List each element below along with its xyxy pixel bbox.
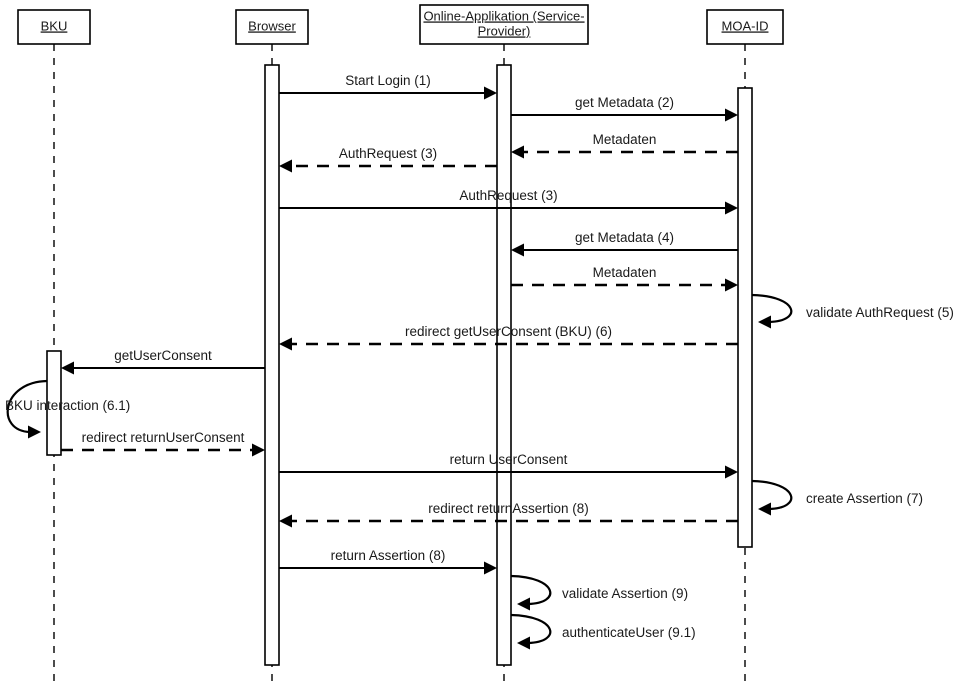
- self-messages-layer: validate AuthRequest (5) BKU interaction …: [5, 293, 954, 650]
- message-label-m11: return UserConsent: [450, 452, 568, 467]
- message-label-m4: AuthRequest (3): [339, 146, 437, 161]
- message-label-m8: redirect getUserConsent (BKU) (6): [405, 324, 612, 339]
- message-m5: AuthRequest (3): [279, 188, 738, 215]
- message-m12: redirect returnAssertion (8): [279, 501, 738, 528]
- self-loop-path-s3: [751, 479, 793, 511]
- self-message-label-s2: BKU interaction (6.1): [5, 398, 130, 413]
- self-message-s2: BKU interaction (6.1): [5, 379, 130, 439]
- self-message-s5: authenticateUser (9.1): [510, 613, 696, 650]
- self-message-label-s3: create Assertion (7): [806, 491, 923, 506]
- participant-label-browser: Browser: [248, 18, 296, 33]
- self-message-label-s5: authenticateUser (9.1): [562, 625, 696, 640]
- arrowhead-s1: [758, 315, 771, 329]
- message-m3: Metadaten: [511, 132, 738, 159]
- message-label-m13: return Assertion (8): [331, 548, 446, 563]
- arrowhead-s3: [758, 502, 771, 516]
- message-m10: redirect returnUserConsent: [61, 430, 265, 457]
- message-label-m9: getUserConsent: [114, 348, 212, 363]
- message-label-m12: redirect returnAssertion (8): [428, 501, 589, 516]
- arrowhead-m12: [279, 514, 292, 528]
- participant-box-moa-id[interactable]: MOA-ID: [706, 9, 784, 45]
- message-m8: redirect getUserConsent (BKU) (6): [279, 324, 738, 351]
- arrowhead-s4: [517, 597, 530, 611]
- message-label-m7: Metadaten: [593, 265, 657, 280]
- self-message-s3: create Assertion (7): [751, 479, 923, 516]
- arrowhead-m11: [725, 465, 738, 479]
- message-m13: return Assertion (8): [279, 548, 497, 575]
- message-label-m5: AuthRequest (3): [459, 188, 557, 203]
- activation-bar-online-applikation: [496, 64, 512, 666]
- self-loop-path-s5: [510, 613, 552, 645]
- arrowhead-m5: [725, 201, 738, 215]
- arrowhead-m7: [725, 278, 738, 292]
- participant-box-browser[interactable]: Browser: [235, 9, 309, 45]
- arrowhead-s5: [517, 636, 530, 650]
- participant-label-bku: BKU: [41, 18, 68, 33]
- arrowhead-m10: [252, 443, 265, 457]
- activation-bar-browser: [264, 64, 280, 666]
- arrowhead-m2: [725, 108, 738, 122]
- message-label-m6: get Metadata (4): [575, 230, 674, 245]
- message-label-m2: get Metadata (2): [575, 95, 674, 110]
- arrowhead-s2: [28, 425, 41, 439]
- activation-bar-moa-id: [737, 87, 753, 548]
- message-m9: getUserConsent: [61, 348, 265, 375]
- arrowhead-m6: [511, 243, 524, 257]
- arrowhead-m4: [279, 159, 292, 173]
- arrowhead-m13: [484, 561, 497, 575]
- message-m1: Start Login (1): [279, 73, 497, 100]
- participant-label-moa-id: MOA-ID: [722, 18, 769, 33]
- activation-bars-layer: [46, 64, 753, 666]
- message-label-m1: Start Login (1): [345, 73, 431, 88]
- participant-label-online-applikation: Online-Applikation (Service-: [423, 8, 584, 23]
- self-message-s1: validate AuthRequest (5): [751, 293, 954, 329]
- self-loop-path-s4: [510, 574, 552, 606]
- message-label-m10: redirect returnUserConsent: [82, 430, 245, 445]
- self-loop-path-s2: [6, 379, 48, 434]
- arrowhead-m1: [484, 86, 497, 100]
- participant-box-bku[interactable]: BKU: [17, 9, 91, 45]
- arrowhead-m8: [279, 337, 292, 351]
- self-message-label-s1: validate AuthRequest (5): [806, 305, 954, 320]
- messages-layer: Start Login (1) get Metadata (2) Metadaten…: [61, 73, 738, 575]
- message-m11: return UserConsent: [279, 452, 738, 479]
- arrowhead-m9: [61, 361, 74, 375]
- message-m4: AuthRequest (3): [279, 146, 497, 173]
- message-m7: Metadaten: [511, 265, 738, 292]
- arrowhead-m3: [511, 145, 524, 159]
- participant-boxes-layer: BKU Browser Online-Applikation (Service-Pr…: [17, 4, 784, 45]
- participant-label-online-applikation: Provider): [478, 23, 531, 38]
- self-loop-path-s1: [751, 293, 793, 324]
- self-message-label-s4: validate Assertion (9): [562, 586, 688, 601]
- message-m6: get Metadata (4): [511, 230, 738, 257]
- activation-bar-bku: [46, 350, 62, 456]
- message-m2: get Metadata (2): [511, 95, 738, 122]
- self-message-s4: validate Assertion (9): [510, 574, 688, 611]
- message-label-m3: Metadaten: [593, 132, 657, 147]
- participant-box-online-applikation[interactable]: Online-Applikation (Service-Provider): [419, 4, 589, 45]
